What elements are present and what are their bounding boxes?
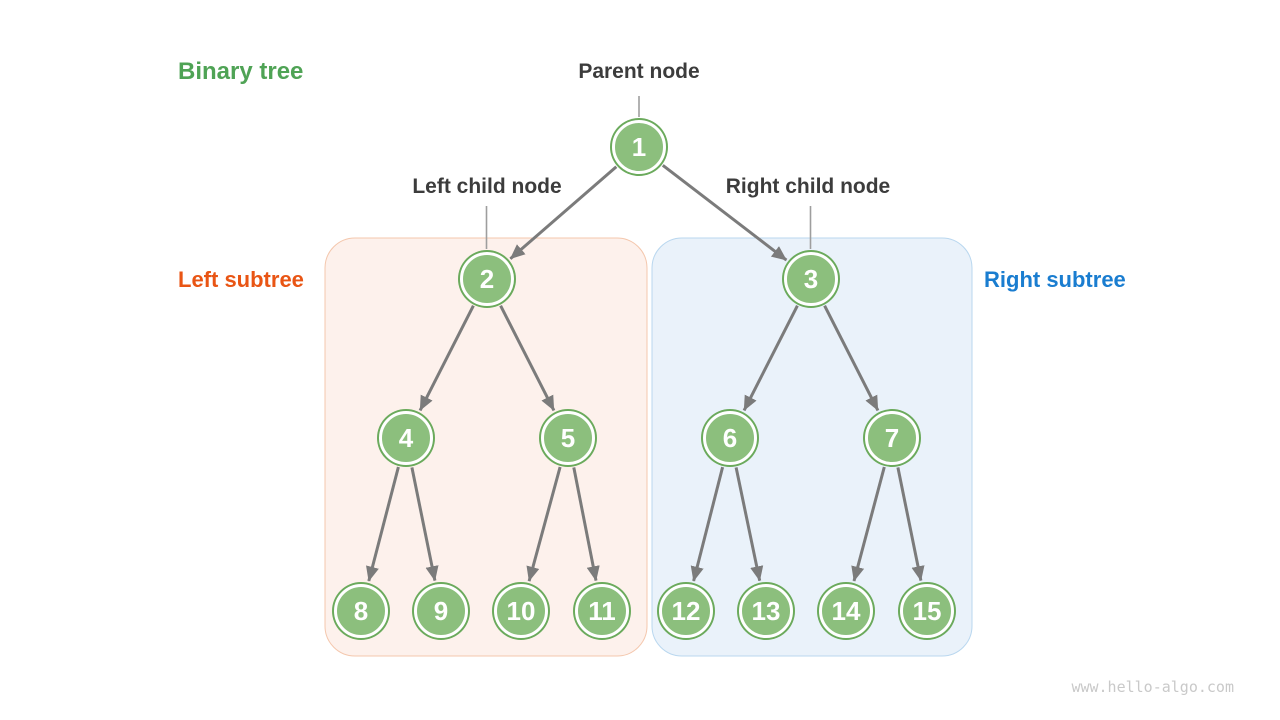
tree-node-3: 3 xyxy=(784,252,838,306)
right-subtree-label: Right subtree xyxy=(984,267,1126,292)
node-value: 13 xyxy=(751,596,781,626)
node-value: 15 xyxy=(912,596,942,626)
edge-6-12 xyxy=(690,466,725,582)
edge-5-10 xyxy=(526,466,562,582)
tree-node-13: 13 xyxy=(739,584,793,638)
edge-1-3 xyxy=(661,164,788,262)
tree-node-14: 14 xyxy=(819,584,873,638)
tree-node-11: 11 xyxy=(575,584,629,638)
node-value: 2 xyxy=(479,264,495,294)
node-value: 14 xyxy=(831,596,861,626)
tree-node-4: 4 xyxy=(379,411,433,465)
node-value: 5 xyxy=(560,423,576,453)
watermark: www.hello-algo.com xyxy=(1071,678,1234,696)
edge-7-15 xyxy=(896,467,925,582)
edge-7-14 xyxy=(851,466,886,582)
tree-node-7: 7 xyxy=(865,411,919,465)
tree-node-5: 5 xyxy=(541,411,595,465)
tree-edges xyxy=(366,164,925,582)
left-subtree-label: Left subtree xyxy=(178,267,304,292)
edge-4-8 xyxy=(366,466,400,582)
tree-node-9: 9 xyxy=(414,584,468,638)
edge-3-6 xyxy=(742,305,799,412)
node-value: 1 xyxy=(631,132,647,162)
edge-1-2 xyxy=(509,165,618,260)
edge-3-7 xyxy=(823,305,880,412)
edge-6-13 xyxy=(734,467,764,582)
node-value: 3 xyxy=(803,264,819,294)
node-value: 12 xyxy=(671,596,701,626)
node-value: 11 xyxy=(588,596,616,626)
tree-node-2: 2 xyxy=(460,252,514,306)
tree-node-1: 1 xyxy=(612,120,666,174)
node-value: 10 xyxy=(506,596,536,626)
node-value: 6 xyxy=(722,423,738,453)
right-subtree-box xyxy=(651,237,973,657)
tree-node-15: 15 xyxy=(900,584,954,638)
parent-node-label: Parent node xyxy=(578,60,700,83)
node-value: 8 xyxy=(353,596,369,626)
tree-node-12: 12 xyxy=(659,584,713,638)
right-child-node-label: Right child node xyxy=(725,175,891,198)
figure-title: Binary tree xyxy=(178,58,304,85)
node-value: 7 xyxy=(884,423,900,453)
edge-4-9 xyxy=(410,467,439,582)
edge-2-5 xyxy=(499,305,556,412)
node-value: 9 xyxy=(433,596,449,626)
tree-node-8: 8 xyxy=(334,584,388,638)
tree-node-6: 6 xyxy=(703,411,757,465)
edge-2-4 xyxy=(418,305,475,412)
edge-5-11 xyxy=(572,467,600,582)
tree-node-10: 10 xyxy=(494,584,548,638)
left-child-node-label: Left child node xyxy=(412,175,562,198)
node-value: 4 xyxy=(398,423,414,453)
